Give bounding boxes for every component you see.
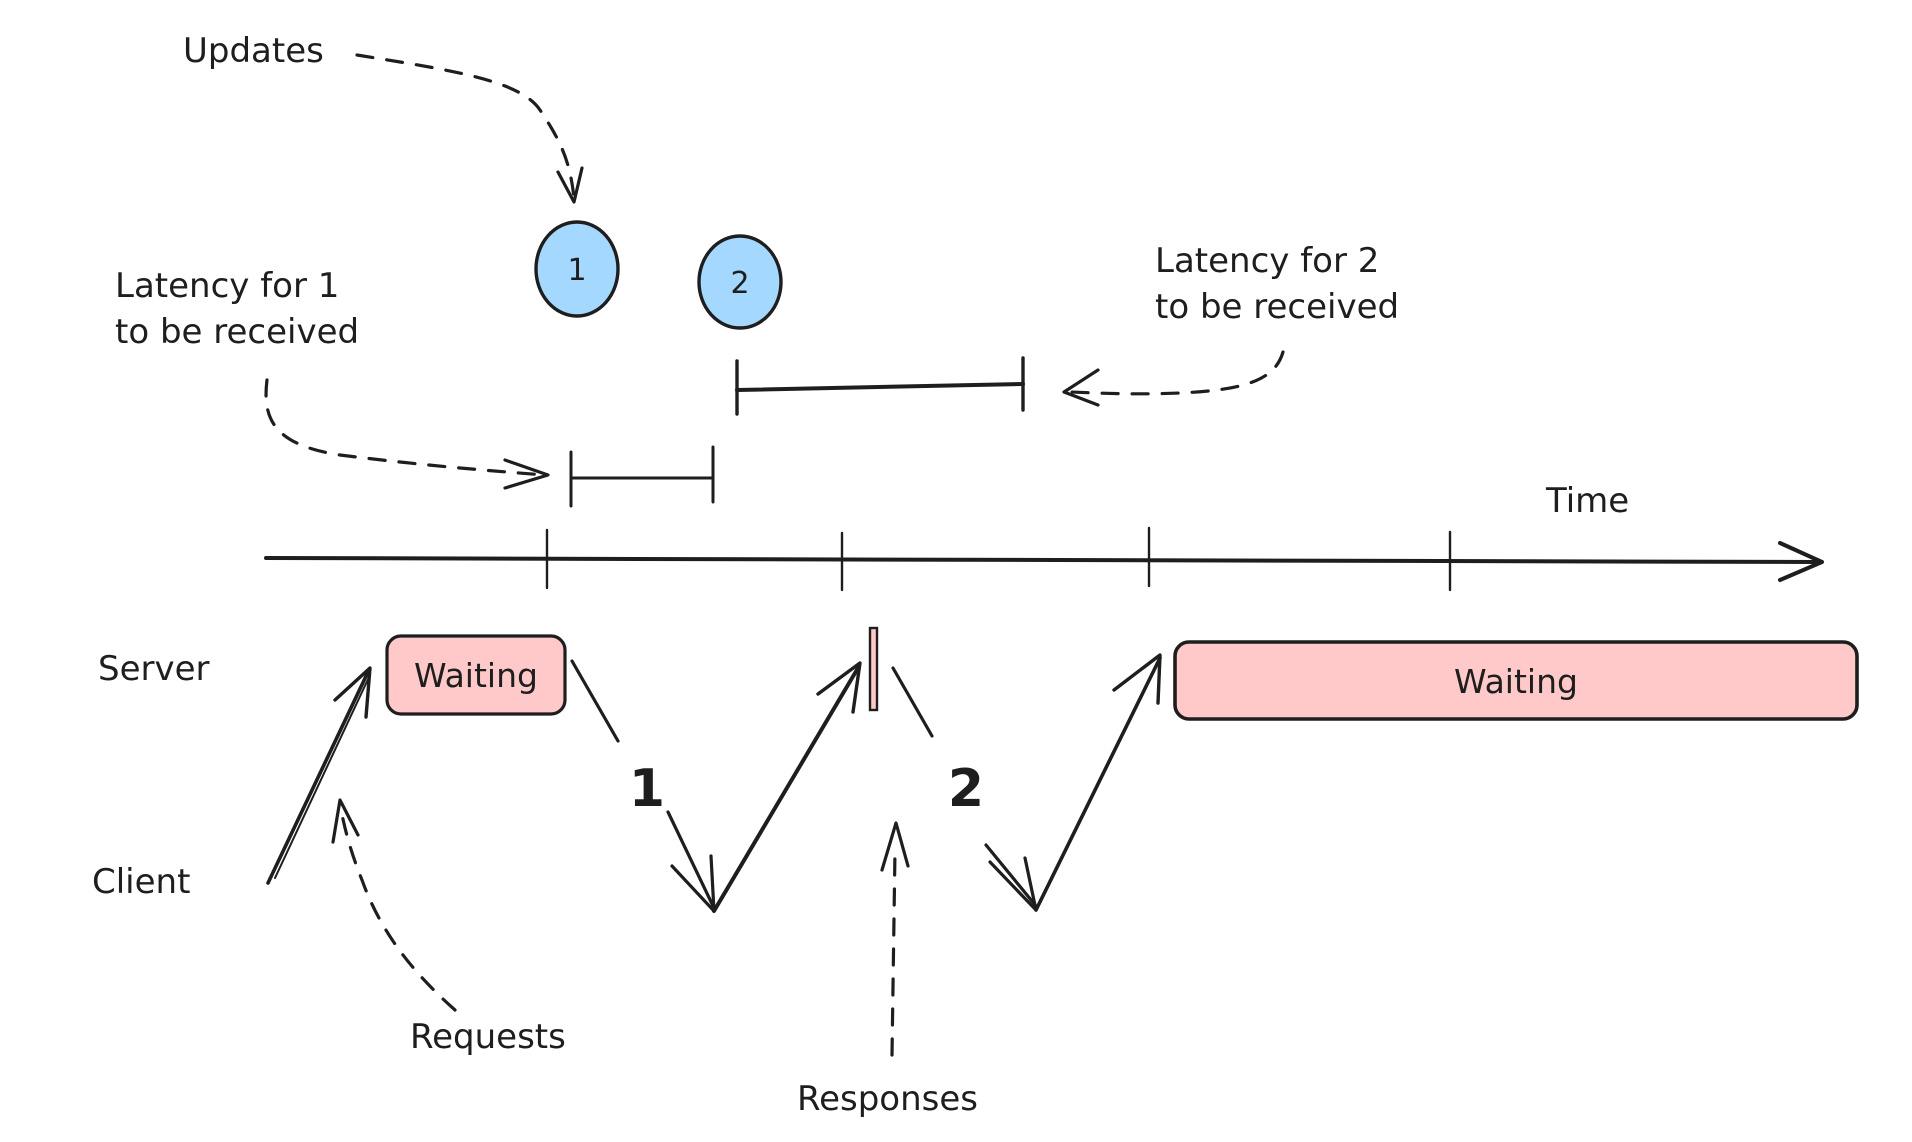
latency-2-label-line1: Latency for 2 — [1155, 241, 1379, 281]
request-arrow-2 — [712, 666, 860, 913]
responses-annotation-arrowhead-icon — [880, 821, 910, 872]
requests-annotation-arrowhead-icon — [331, 798, 360, 844]
responses-annotation-label: Responses — [797, 1079, 978, 1119]
response-2-head-icon — [988, 856, 1038, 912]
latency-2-arrowhead-icon — [1062, 368, 1100, 407]
time-axis-label: Time — [1545, 481, 1629, 521]
response-2-line-top — [891, 666, 934, 738]
request-arrow-2-head-icon — [816, 661, 862, 714]
updates-label: Updates — [183, 31, 324, 71]
updates-arrowhead-icon — [556, 166, 584, 204]
request-arrow-1-head-icon — [333, 666, 372, 719]
response-1-line-bottom — [666, 810, 716, 910]
server-waiting-box-2: Waiting — [1173, 640, 1859, 721]
latency-2-label-line2: to be received — [1155, 287, 1399, 327]
latency-1-arrow-line — [264, 378, 547, 477]
updates-arrow-line — [355, 53, 576, 200]
server-waiting-box-2-label: Waiting — [1454, 662, 1578, 701]
time-axis-arrowhead-icon — [1778, 541, 1824, 582]
response-2-line-bottom — [984, 843, 1038, 908]
server-waiting-box-1-label: Waiting — [414, 656, 538, 695]
requests-annotation-arrow-line — [338, 803, 457, 1012]
latency-1-label-line1: Latency for 1 — [115, 266, 339, 306]
server-waiting-box-1: Waiting — [385, 634, 567, 716]
latency-2-bracket — [735, 356, 1025, 416]
latency-1-arrowhead-icon — [503, 458, 550, 490]
request-arrow-3-head-icon — [1112, 653, 1162, 705]
update-marker-1-label: 1 — [567, 253, 586, 288]
latency-2-arrow-line — [1068, 350, 1285, 396]
update-marker-2-label: 2 — [730, 266, 749, 301]
requests-annotation-label: Requests — [410, 1017, 566, 1057]
response-1-number: 1 — [629, 759, 665, 819]
request-arrow-1 — [266, 670, 370, 885]
latency-1-label-line2: to be received — [115, 312, 359, 352]
server-lane-label: Server — [98, 649, 210, 689]
client-lane-label: Client — [92, 862, 190, 902]
request-arrow-1-sketch-line — [274, 674, 371, 879]
response-1-line-top — [570, 659, 620, 743]
latency-1-bracket — [569, 445, 715, 508]
responses-annotation-arrow-line — [890, 848, 897, 1057]
request-arrow-3 — [1034, 656, 1162, 912]
time-axis-ticks — [545, 526, 1452, 592]
response-2-number: 2 — [948, 759, 984, 819]
update-marker-1: 1 — [534, 220, 620, 318]
update-marker-2: 2 — [697, 234, 783, 330]
time-axis-line — [264, 556, 1820, 564]
server-processing-mark — [868, 626, 879, 712]
